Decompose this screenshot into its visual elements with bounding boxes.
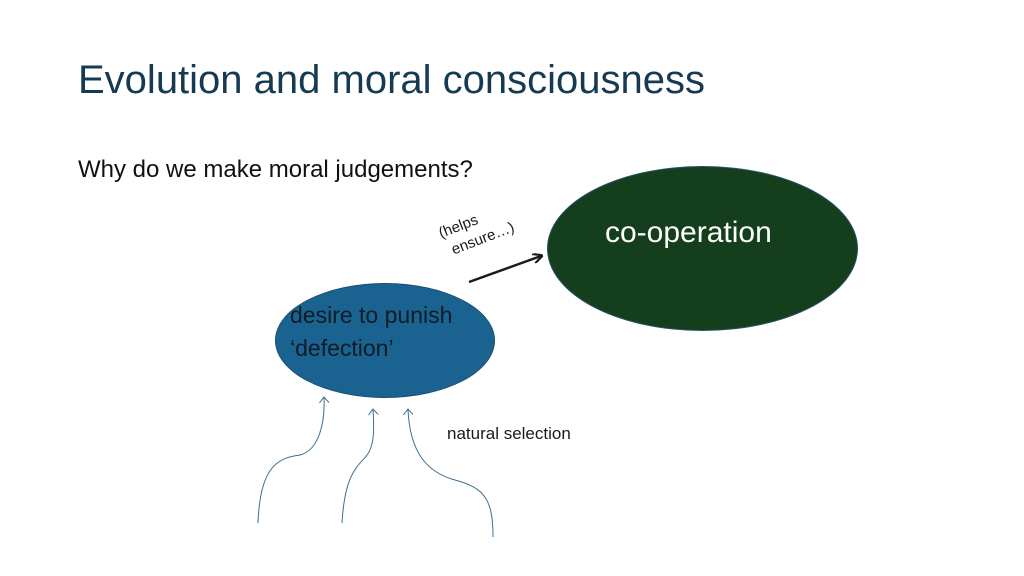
- punish-label-line2: ‘defection’: [290, 335, 394, 361]
- selection-curve-right: [408, 410, 494, 538]
- question-text: Why do we make moral judgements?: [78, 156, 473, 183]
- punish-to-cooperation-arrow: [468, 256, 541, 284]
- natural-selection-label: natural selection: [447, 424, 571, 443]
- punish-ellipse: [275, 283, 495, 398]
- cooperation-label: co-operation: [605, 216, 772, 249]
- slide-title: Evolution and moral consciousness: [78, 58, 706, 102]
- cooperation-ellipse: [547, 166, 858, 331]
- punish-label: desire to punish ‘defection’: [290, 299, 452, 365]
- selection-curve-left: [257, 398, 324, 524]
- punish-label-line1: desire to punish: [290, 302, 453, 328]
- selection-curve-middle: [341, 410, 374, 524]
